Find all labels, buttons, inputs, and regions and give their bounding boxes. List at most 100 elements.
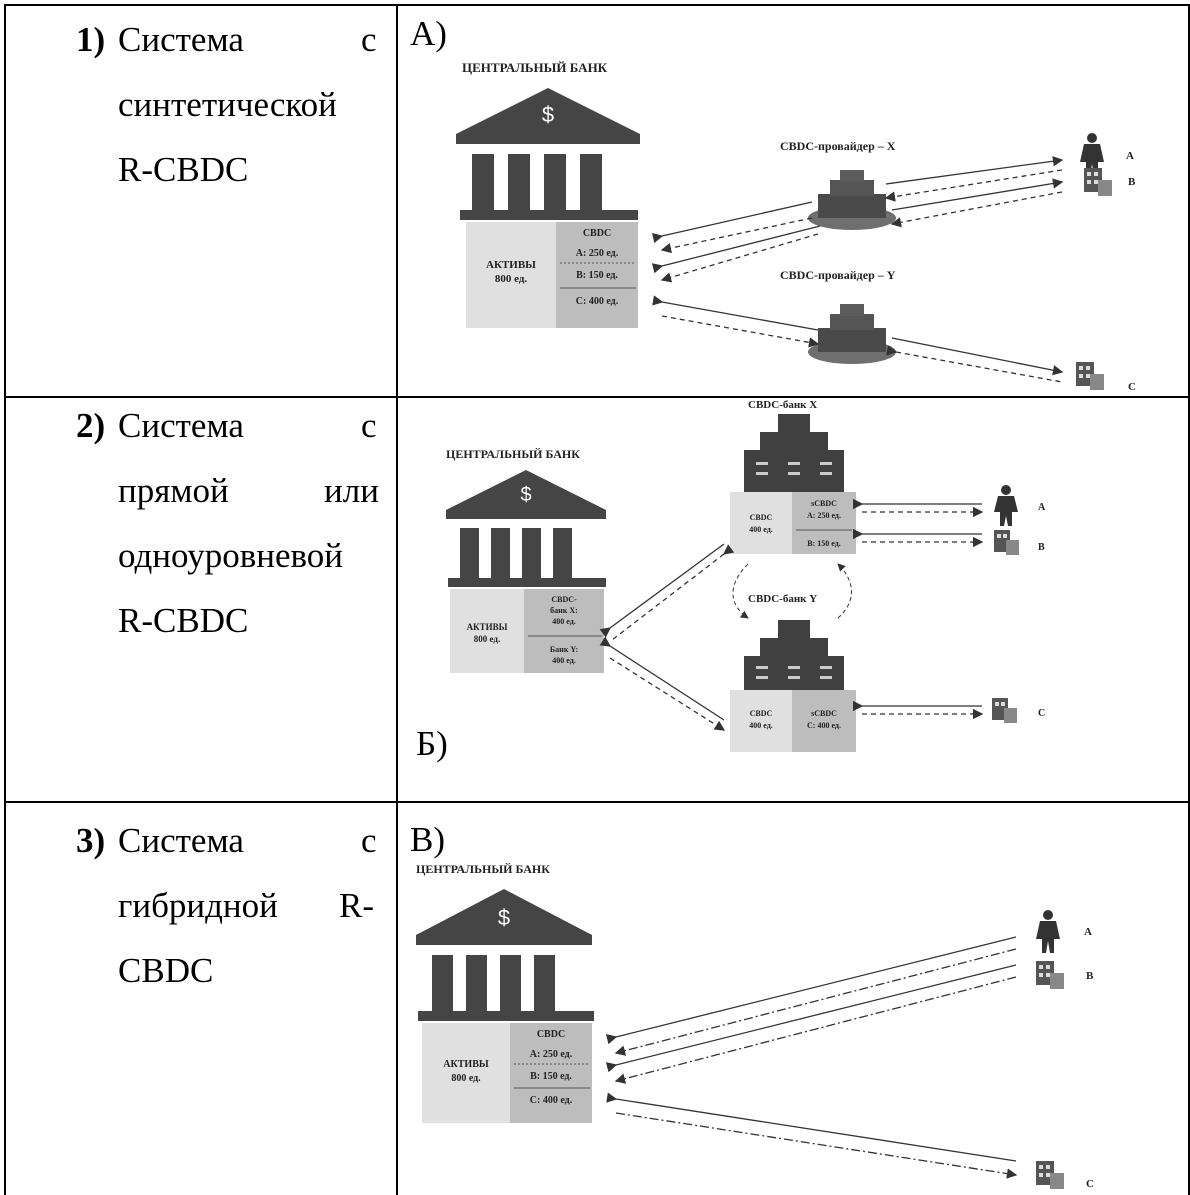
table-border-top: [4, 4, 1190, 6]
ledger-box: [556, 222, 638, 328]
bank-y-cbdc-box: [730, 690, 792, 752]
provider-x-label: CBDC-провайдер – X: [780, 139, 896, 153]
ledger-entry: A: 250 ед.: [530, 1049, 573, 1060]
row-1-description: 1) Система с синтетической R-CBDC: [4, 4, 396, 396]
bank-y-cbdc-value: 400 ед.: [749, 721, 773, 730]
bank-x-scbdc-entry: A: 250 ед.: [807, 511, 841, 520]
description-line: Система: [118, 20, 244, 59]
description-line: R-CBDC: [118, 601, 249, 640]
panel-label: Б): [416, 724, 448, 763]
comparison-table: 1) Система с синтетической R-CBDC 2) Сис…: [4, 4, 1190, 1195]
bank-title: ЦЕНТРАЛЬНЫЙ БАНК: [416, 862, 550, 876]
bank-title: ЦЕНТРАЛЬНЫЙ БАНК: [462, 60, 608, 75]
assets-box: [466, 222, 556, 328]
building-icon: [1036, 961, 1064, 989]
bank-building-icon: $: [446, 470, 606, 587]
description-line: R-: [339, 886, 374, 925]
table-border-left: [4, 4, 6, 1195]
client-label: A: [1038, 502, 1046, 513]
row-3-description: 3) Система с гибридной R- CBDC: [4, 801, 396, 1195]
description-line: с: [361, 406, 377, 445]
row-divider: [4, 801, 1190, 803]
client-label: B: [1128, 176, 1136, 188]
building-icon: [1036, 1161, 1064, 1189]
diagram-direct-cbdc: ЦЕНТРАЛЬНЫЙ БАНК $ АКТИВЫ 800 ед. CBDC- …: [446, 399, 1046, 752]
person-icon: [1036, 910, 1060, 953]
bank-y-cbdc-label: CBDC: [750, 709, 773, 718]
ledger-header: CBDC: [537, 1029, 565, 1040]
ledger-entry: C: 400 ед.: [576, 296, 619, 307]
description-line: одноуровневой: [118, 536, 344, 575]
person-icon: [994, 485, 1018, 526]
diagram-synthetic-cbdc: ЦЕНТРАЛЬНЫЙ БАНК $ АКТИВЫ 800 ед. CBDC A…: [456, 60, 1136, 393]
row-2-description: 2) Система с прямой или одноуровневой R-…: [4, 396, 396, 801]
client-label: A: [1084, 926, 1092, 938]
bank-x-title: CBDC-банк X: [748, 399, 817, 411]
description-line: с: [361, 821, 377, 860]
row-number: 2): [76, 406, 106, 445]
bank-y-scbdc-box: [792, 690, 856, 752]
provider-y-label: CBDC-провайдер – Y: [780, 268, 896, 282]
row-number: 1): [76, 20, 106, 59]
description-line: синтетической: [118, 85, 337, 124]
dollar-icon: $: [498, 905, 510, 930]
building-icon: [1084, 168, 1112, 196]
ledger-header: CBDC: [583, 228, 611, 239]
ledger-entry: CBDC-: [551, 595, 577, 604]
client-label: C: [1086, 1178, 1094, 1190]
assets-label: АКТИВЫ: [486, 259, 536, 271]
client-label: B: [1038, 542, 1045, 553]
row-divider: [4, 396, 1190, 398]
client-label: B: [1086, 970, 1094, 982]
description-line: CBDC: [118, 951, 214, 990]
bank-x-cbdc-box: [730, 492, 792, 554]
bank-y-scbdc-header: sCBDC: [811, 709, 837, 718]
client-label: A: [1126, 150, 1134, 162]
assets-value: 800 ед.: [495, 273, 528, 285]
bank-title: ЦЕНТРАЛЬНЫЙ БАНК: [446, 447, 580, 461]
bank-y-server-icon: [744, 620, 844, 692]
provider-y-icon: [808, 304, 896, 364]
ledger-entry: 400 ед.: [552, 656, 576, 665]
provider-x-icon: [808, 170, 896, 230]
assets-value: 800 ед.: [451, 1073, 481, 1084]
assets-box: [450, 589, 524, 673]
bank-x-server-icon: [744, 414, 844, 492]
description-line: Система: [118, 821, 244, 860]
bank-x-scbdc-header: sCBDC: [811, 499, 837, 508]
building-icon: [992, 698, 1017, 723]
panel-label: А): [410, 14, 447, 53]
ledger-box: [524, 589, 604, 673]
description-line: гибридной: [118, 886, 278, 925]
column-divider: [396, 4, 398, 1195]
description-line: или: [324, 471, 379, 510]
description-line: прямой: [118, 471, 229, 510]
dollar-icon: $: [520, 484, 531, 506]
table-border-right: [1188, 4, 1190, 1195]
panel-label: В): [410, 820, 445, 859]
ledger-entry: A: 250 ед.: [576, 248, 619, 259]
ledger-entry: банк X:: [550, 606, 578, 615]
ledger-entry: B: 150 ед.: [530, 1071, 572, 1082]
description-line: Система: [118, 406, 244, 445]
building-icon: [994, 530, 1019, 555]
bank-building-icon: $: [416, 889, 594, 1021]
ledger-box: [510, 1023, 592, 1123]
ledger-entry: 400 ед.: [552, 617, 576, 626]
description-line: R-CBDC: [118, 150, 249, 189]
assets-label: АКТИВЫ: [443, 1059, 489, 1070]
assets-box: [422, 1023, 510, 1123]
bank-y-title: CBDC-банк Y: [748, 593, 817, 605]
assets-label: АКТИВЫ: [467, 622, 508, 632]
bank-x-scbdc-entry: B: 150 ед.: [807, 539, 841, 548]
assets-value: 800 ед.: [474, 634, 500, 644]
building-icon: [1076, 362, 1104, 390]
bank-y-scbdc-entry: C: 400 ед.: [807, 721, 841, 730]
bank-building-icon: $: [456, 88, 640, 220]
bank-x-cbdc-label: CBDC: [750, 513, 773, 522]
diagram-hybrid-cbdc: ЦЕНТРАЛЬНЫЙ БАНК $ АКТИВЫ 800 ед. CBDC A…: [416, 862, 1094, 1190]
bank-x-cbdc-value: 400 ед.: [749, 525, 773, 534]
ledger-entry: B: 150 ед.: [576, 270, 618, 281]
client-label: C: [1038, 708, 1045, 719]
ledger-entry: C: 400 ед.: [530, 1095, 573, 1106]
